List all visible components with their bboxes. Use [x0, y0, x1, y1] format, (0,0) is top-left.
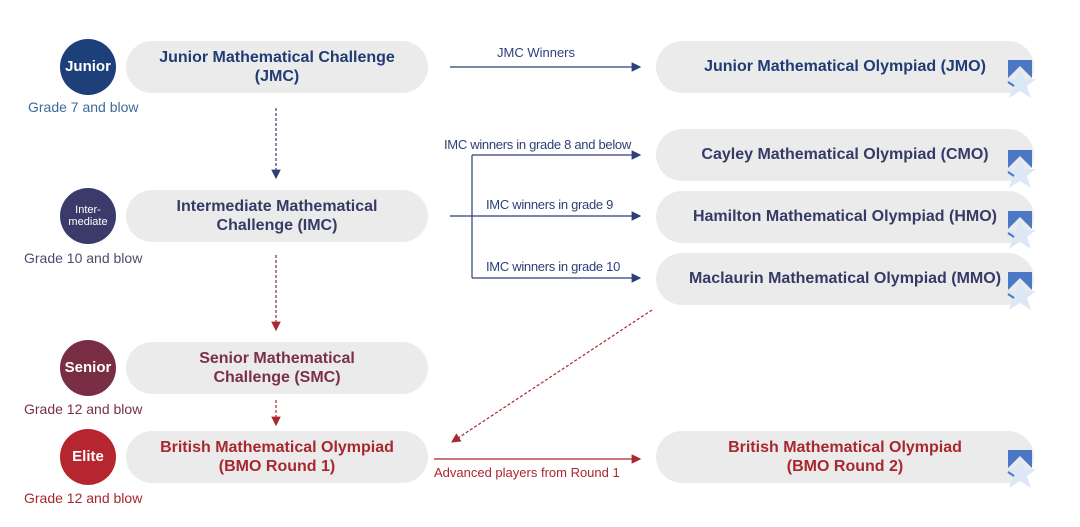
cmo-box: Cayley Mathematical Olympiad (CMO) [656, 129, 1034, 181]
smc-box: Senior Mathematical Challenge (SMC) [126, 342, 428, 394]
elite-badge: Elite [60, 429, 116, 485]
label-imc-grade8: IMC winners in grade 8 and below [444, 137, 631, 152]
senior-badge: Senior [60, 340, 116, 396]
label-advanced-players: Advanced players from Round 1 [434, 465, 620, 480]
jmo-box: Junior Mathematical Olympiad (JMO) [656, 41, 1034, 93]
senior-grade: Grade 12 and blow [24, 401, 143, 417]
intermediate-badge: Inter-mediate [60, 188, 116, 244]
award-ribbon-icon [1004, 450, 1036, 488]
hmo-box: Hamilton Mathematical Olympiad (HMO) [656, 191, 1034, 243]
bmo2-box: British Mathematical Olympiad (BMO Round… [656, 431, 1034, 483]
label-jmc-winners: JMC Winners [497, 45, 576, 60]
label-imc-grade10: IMC winners in grade 10 [486, 259, 620, 274]
jmc-box: Junior Mathematical Challenge (JMC) [126, 41, 428, 93]
award-ribbon-icon [1004, 150, 1036, 188]
label-imc-grade9: IMC winners in grade 9 [486, 197, 614, 212]
arrow-mmo-to-bmo1 [450, 309, 653, 443]
bmo1-box: British Mathematical Olympiad (BMO Round… [126, 431, 428, 483]
elite-grade: Grade 12 and blow [24, 490, 143, 506]
junior-badge: Junior [60, 39, 116, 95]
mmo-box: Maclaurin Mathematical Olympiad (MMO) [656, 253, 1034, 305]
award-ribbon-icon [1004, 211, 1036, 249]
imc-box: Intermediate Mathematical Challenge (IMC… [126, 190, 428, 242]
junior-grade: Grade 7 and blow [28, 99, 139, 115]
award-ribbon-icon [1004, 272, 1036, 310]
award-ribbon-icon [1004, 60, 1036, 98]
intermediate-grade: Grade 10 and blow [24, 250, 143, 266]
